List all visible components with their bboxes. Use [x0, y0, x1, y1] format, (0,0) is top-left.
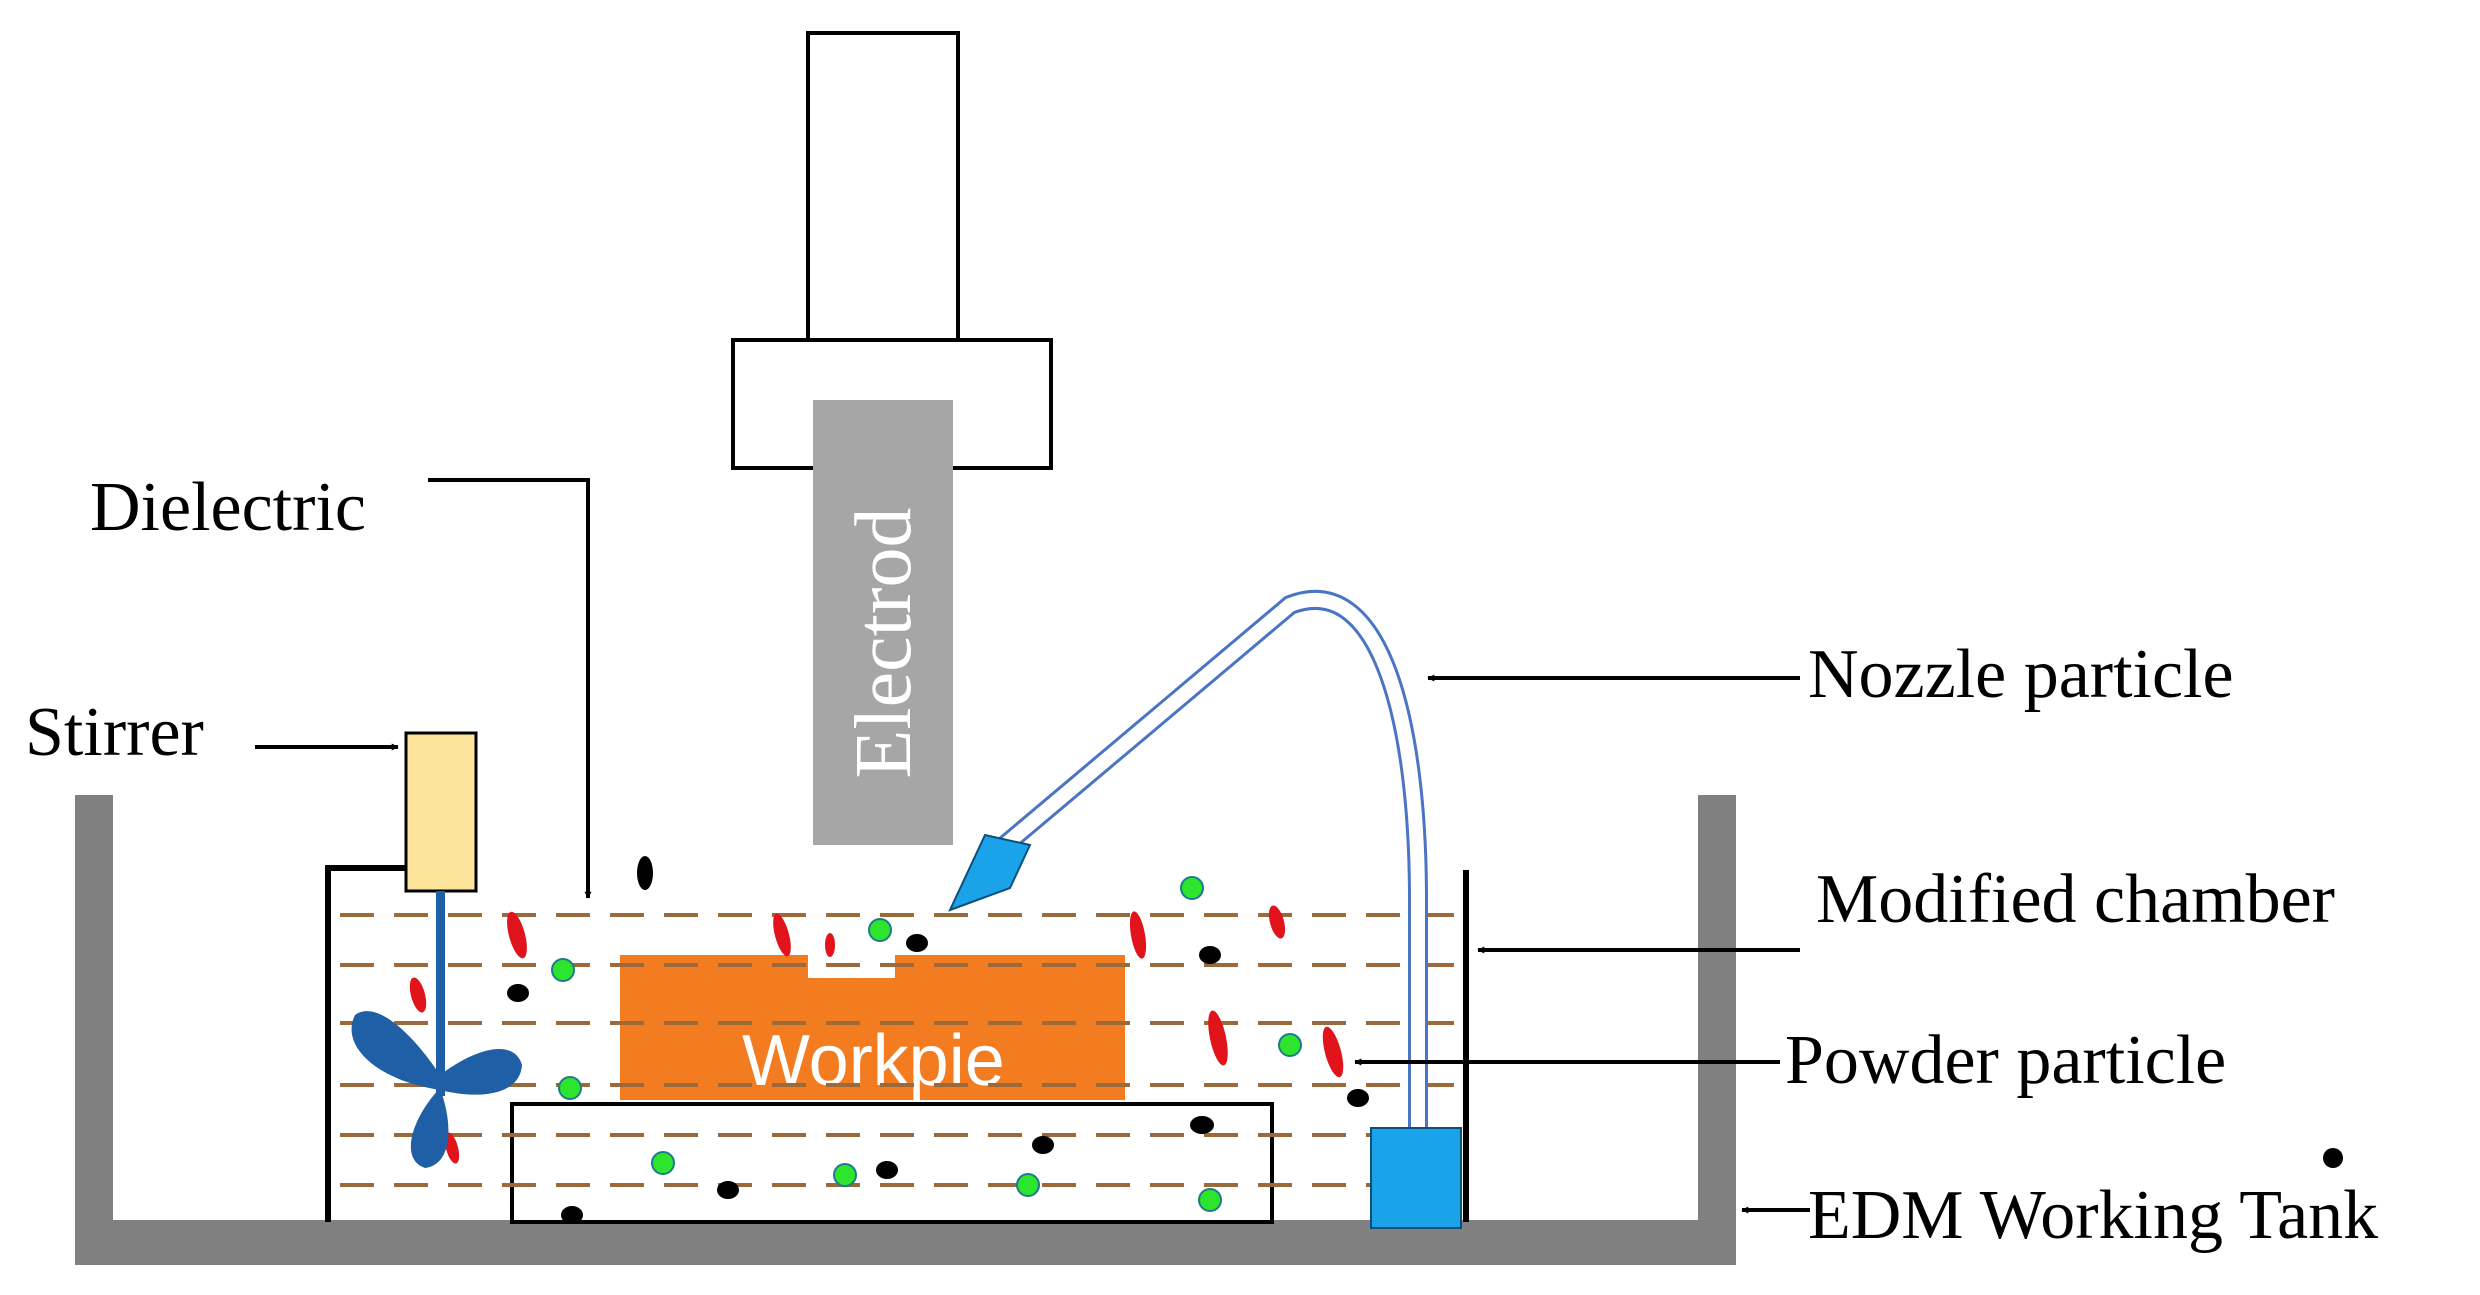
supply-tube-inner: [1000, 592, 1425, 1128]
label-powder-particle: Powder particle: [1785, 1022, 2226, 1099]
stirrer-blades: [351, 1011, 522, 1168]
stirrer-motor: [404, 731, 478, 893]
labels: Dielectric Stirrer Nozzle particle Modif…: [25, 469, 2378, 1254]
electrode-spindle: [806, 31, 960, 345]
dielectric-arrow: [428, 478, 592, 899]
leader-lines: [255, 478, 1810, 1214]
label-nozzle-particle: Nozzle particle: [1808, 636, 2234, 713]
powder-particles-black: [507, 856, 1369, 1224]
label-dielectric: Dielectric: [90, 469, 366, 546]
nozzle: [948, 833, 1032, 912]
workpiece: Workpie: [620, 955, 1125, 1101]
modified-chamber: [325, 865, 1469, 1222]
powder-particles-red: [409, 905, 1344, 1164]
label-modified-chamber: Modified chamber: [1816, 861, 2335, 938]
stirrer-shaft: [436, 891, 445, 1096]
edm-working-tank: [75, 795, 1736, 1265]
electrode: Electrod: [813, 400, 953, 845]
workpiece-label: Workpie: [742, 1021, 1005, 1101]
label-edm-working-tank: EDM Working Tank: [1808, 1177, 2378, 1254]
workpiece-body: [620, 955, 1125, 1100]
nozzle-assembly: [948, 589, 1462, 1229]
powder-particles-green: [551, 876, 1302, 1212]
label-stirrer: Stirrer: [25, 694, 204, 771]
stirrer: [351, 731, 522, 1168]
electrode-label: Electrod: [840, 508, 928, 779]
electrode-body: [813, 400, 953, 845]
stray-particle-dot: [2323, 1148, 2343, 1168]
pump: [1370, 1127, 1462, 1229]
